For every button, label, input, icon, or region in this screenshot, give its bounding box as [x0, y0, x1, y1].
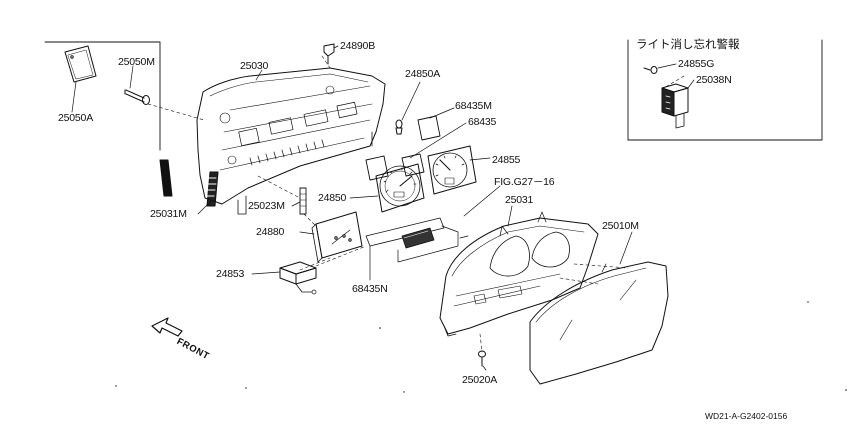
part-label-68435m: 68435M	[455, 100, 492, 112]
part-label-25050a: 25050A	[58, 112, 94, 124]
printed-circuit-25030	[197, 68, 385, 214]
housing-25031	[440, 212, 598, 336]
leader-lines	[72, 46, 694, 370]
part-label-24850: 24850	[318, 192, 347, 204]
part-label-24890b: 24890B	[340, 40, 376, 52]
part-label-24853: 24853	[216, 268, 245, 280]
part-label-25038n: 25038N	[696, 74, 732, 86]
part-label-25050m: 25050M	[118, 56, 155, 68]
plate-68435n	[366, 218, 468, 262]
screw-25020a	[479, 351, 486, 366]
lens-25010m	[530, 262, 668, 384]
assembly-lines	[148, 56, 684, 352]
part-label-68435: 68435	[468, 116, 497, 128]
screw-25050m	[125, 90, 150, 105]
inset-frame	[628, 40, 822, 140]
inset-title: ライト消し忘れ警報	[636, 37, 740, 51]
bulb-24850a	[396, 120, 402, 134]
left-group-frame	[45, 42, 160, 150]
gauge-24880	[312, 212, 362, 262]
tachometer-24855	[428, 146, 476, 194]
part-label-25031m: 25031M	[150, 208, 187, 220]
cover-plate-25050a	[65, 46, 96, 82]
speedometer-24850	[376, 164, 424, 212]
inset-buzzer	[644, 67, 688, 129]
part-label-fig: FIG.G27－16	[494, 176, 555, 188]
part-label-25030: 25030	[240, 60, 269, 72]
part-label-25010m: 25010M	[602, 220, 639, 232]
specks	[115, 301, 847, 393]
drawing-code: WD21-A-G2402-0156	[705, 411, 788, 421]
part-label-25023m: 25023M	[248, 200, 285, 212]
part-label-24850a: 24850A	[405, 68, 441, 80]
guide-25023m	[300, 188, 306, 214]
module-24853	[280, 262, 316, 294]
part-label-24855: 24855	[492, 154, 521, 166]
part-label-25031: 25031	[505, 194, 534, 206]
part-label-24880: 24880	[256, 226, 285, 238]
front-arrow-icon	[152, 318, 182, 336]
part-label-24855g: 24855G	[678, 58, 715, 70]
part-label-68435n: 68435N	[352, 283, 388, 295]
clip-24890b	[324, 44, 334, 64]
part-label-25020a: 25020A	[462, 374, 498, 386]
spring-strips	[160, 160, 218, 206]
